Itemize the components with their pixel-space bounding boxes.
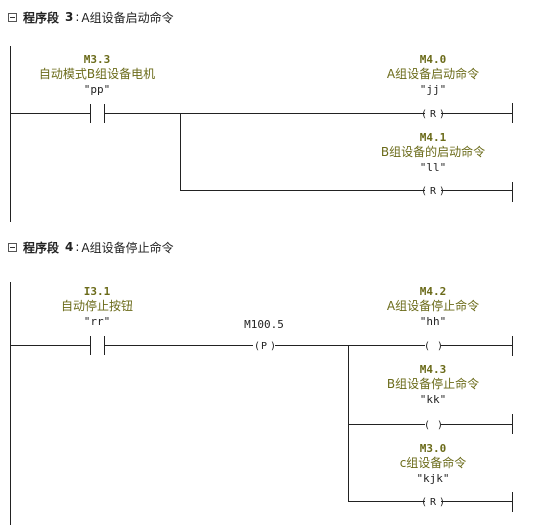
- network-4-header[interactable]: 程序段 4 : A组设备停止命令: [8, 238, 174, 256]
- coil-comment: B组设备的启动命令: [381, 144, 485, 159]
- contact-address[interactable]: I3.1: [84, 285, 111, 298]
- coil-address[interactable]: M3.0: [420, 442, 447, 455]
- coil-address[interactable]: M4.2: [420, 285, 447, 298]
- output-coil[interactable]: ( ): [424, 420, 443, 431]
- coil-type: R: [430, 186, 437, 197]
- coil-close-paren: ): [439, 186, 445, 197]
- reset-coil[interactable]: ( R ): [421, 109, 445, 120]
- coil-open-paren: (: [421, 109, 427, 120]
- contact-address[interactable]: M3.3: [84, 53, 111, 66]
- network-label: 程序段: [23, 10, 60, 25]
- network-number: 3: [65, 10, 74, 24]
- network-number: 4: [65, 240, 74, 254]
- coil-symbol: "hh": [420, 315, 447, 328]
- network-title: A组设备启动命令: [81, 10, 174, 25]
- coil-close-paren: ): [270, 341, 276, 352]
- coil-symbol: "jj": [420, 83, 447, 96]
- contact-comment: 自动模式B组设备电机: [39, 67, 155, 81]
- coil-comment: B组设备停止命令: [387, 376, 479, 391]
- edge-address[interactable]: M100.5: [244, 318, 284, 331]
- network-title: A组设备停止命令: [81, 240, 174, 255]
- coil-symbol: "ll": [420, 161, 447, 174]
- coil-close-paren: ): [439, 497, 445, 508]
- coil-open-paren: (: [424, 341, 430, 352]
- positive-edge-coil[interactable]: ( P ): [254, 341, 276, 352]
- coil-address[interactable]: M4.3: [420, 363, 447, 376]
- coil-comment: A组设备停止命令: [387, 298, 479, 313]
- edge-type: P: [261, 341, 267, 352]
- coil-open-paren: (: [424, 420, 430, 431]
- coil-comment: A组设备启动命令: [387, 66, 479, 81]
- coil-type: R: [430, 109, 437, 120]
- collapse-toggle-icon[interactable]: [8, 12, 17, 22]
- reset-coil[interactable]: ( R ): [421, 497, 445, 508]
- coil-open-paren: (: [254, 341, 260, 352]
- collapse-toggle-icon[interactable]: [8, 242, 17, 252]
- contact-symbol: "rr": [84, 315, 111, 328]
- network-colon: :: [75, 240, 80, 254]
- contact-symbol: "pp": [84, 83, 111, 96]
- coil-close-paren: ): [439, 109, 445, 120]
- network-colon: :: [75, 10, 80, 24]
- coil-comment: c组设备命令: [400, 455, 467, 470]
- coil-open-paren: (: [421, 497, 427, 508]
- coil-address[interactable]: M4.1: [420, 131, 447, 144]
- contact-comment: 自动停止按钮: [61, 298, 133, 313]
- output-coil[interactable]: ( ): [424, 341, 443, 352]
- coil-open-paren: (: [421, 186, 427, 197]
- network-3-header[interactable]: 程序段 3 : A组设备启动命令: [8, 8, 174, 26]
- network-label: 程序段: [23, 240, 60, 255]
- coil-close-paren: ): [437, 341, 443, 352]
- coil-symbol: "kk": [420, 393, 447, 406]
- coil-address[interactable]: M4.0: [420, 53, 447, 66]
- coil-type: R: [430, 497, 437, 508]
- coil-close-paren: ): [437, 420, 443, 431]
- coil-symbol: "kjk": [416, 472, 449, 485]
- reset-coil[interactable]: ( R ): [421, 186, 445, 197]
